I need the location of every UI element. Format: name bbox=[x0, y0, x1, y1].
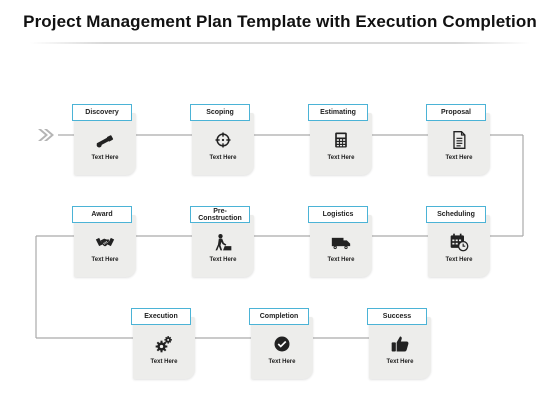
step-text: Text Here bbox=[327, 257, 355, 263]
step-label: Success bbox=[367, 308, 427, 325]
step-pre-construction: Pre- Construction Text Here bbox=[190, 206, 254, 277]
step-text: Text Here bbox=[91, 257, 119, 263]
step-label: Discovery bbox=[72, 104, 132, 121]
step-discovery: Discovery Text Here bbox=[72, 104, 136, 175]
step-completion: Completion Text Here bbox=[249, 308, 313, 379]
step-label: Award bbox=[72, 206, 132, 223]
step-text: Text Here bbox=[445, 155, 473, 161]
step-text: Text Here bbox=[209, 155, 237, 161]
calculator-icon bbox=[329, 130, 353, 150]
title-divider bbox=[30, 42, 530, 44]
step-scoping: Scoping Text Here bbox=[190, 104, 254, 175]
thumbs-up-icon bbox=[388, 334, 412, 354]
document-icon bbox=[447, 130, 471, 150]
step-label: Logistics bbox=[308, 206, 368, 223]
step-label: Pre- Construction bbox=[190, 206, 250, 223]
step-text: Text Here bbox=[150, 359, 178, 365]
start-arrow-icon bbox=[38, 129, 54, 141]
step-text: Text Here bbox=[327, 155, 355, 161]
step-label: Execution bbox=[131, 308, 191, 325]
step-label: Scheduling bbox=[426, 206, 486, 223]
step-text: Text Here bbox=[209, 257, 237, 263]
step-proposal: Proposal Text Here bbox=[426, 104, 490, 175]
calendar-clock-icon bbox=[447, 232, 471, 252]
step-text: Text Here bbox=[91, 155, 119, 161]
step-text: Text Here bbox=[268, 359, 296, 365]
handshake-icon bbox=[93, 232, 117, 252]
construction-worker-icon bbox=[211, 232, 235, 252]
gears-icon bbox=[152, 334, 176, 354]
check-circle-icon bbox=[270, 334, 294, 354]
step-award: Award Text Here bbox=[72, 206, 136, 277]
step-estimating: Estimating Text Here bbox=[308, 104, 372, 175]
page-title: Project Management Plan Template with Ex… bbox=[23, 12, 537, 31]
step-label: Proposal bbox=[426, 104, 486, 121]
step-label: Estimating bbox=[308, 104, 368, 121]
step-text: Text Here bbox=[386, 359, 414, 365]
crosshair-icon bbox=[211, 130, 235, 150]
binoculars-icon bbox=[93, 130, 117, 150]
step-text: Text Here bbox=[445, 257, 473, 263]
step-success: Success Text Here bbox=[367, 308, 431, 379]
step-label: Scoping bbox=[190, 104, 250, 121]
step-scheduling: Scheduling Text Here bbox=[426, 206, 490, 277]
step-label: Completion bbox=[249, 308, 309, 325]
step-logistics: Logistics Text Here bbox=[308, 206, 372, 277]
truck-icon bbox=[329, 232, 353, 252]
step-execution: Execution Text Here bbox=[131, 308, 195, 379]
